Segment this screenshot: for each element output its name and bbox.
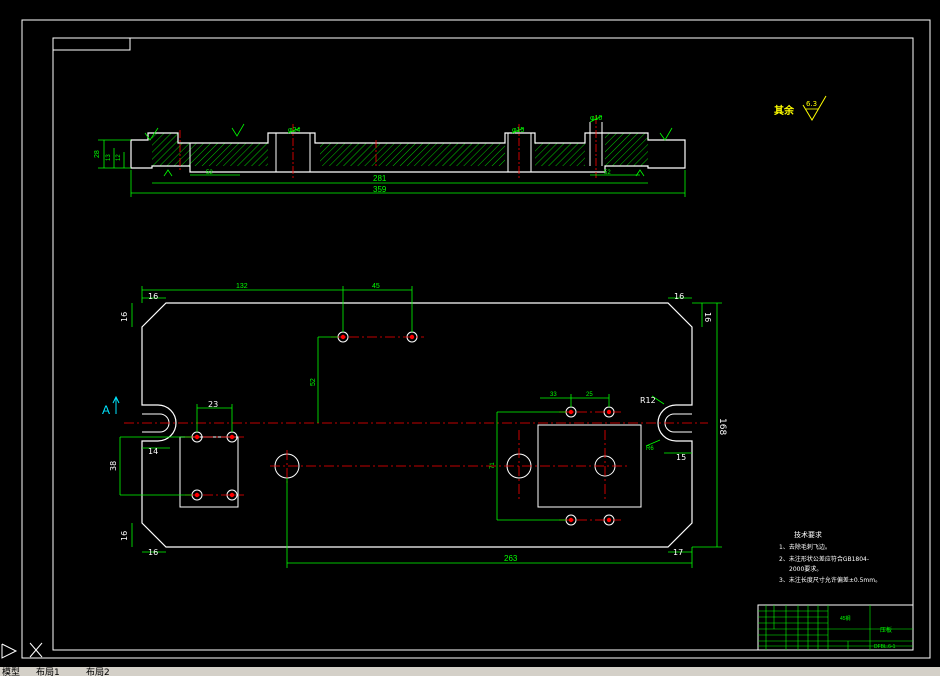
tab-model[interactable]: 模型 <box>2 668 21 676</box>
dim-168: 168 <box>717 418 727 435</box>
dim-71: 71 <box>490 462 496 469</box>
right-pad <box>537 424 642 508</box>
dim-16-tl-h: 16 <box>148 292 158 301</box>
tab-layout-2[interactable]: 布局2 <box>86 668 110 676</box>
dim-132: 132 <box>236 283 248 290</box>
dim-13: 13 <box>106 154 112 161</box>
dim-16-bl-h: 16 <box>148 548 158 557</box>
dim-17: 17 <box>673 548 683 557</box>
roughness-symbol <box>802 95 827 121</box>
roughness-note: 其余 6.3 <box>774 95 827 121</box>
tab-layout-1[interactable]: 布局1 <box>36 668 60 676</box>
section-hatch <box>168 133 648 166</box>
dim-52-left: 52 <box>206 170 213 176</box>
dim-281: 281 <box>373 174 387 183</box>
dim-d10: φ10 <box>590 115 602 122</box>
dim-33: 33 <box>550 392 557 398</box>
notes-item-1: 1、去除毛刺飞边。 <box>779 543 831 551</box>
technical-notes: 技术要求 1、去除毛刺飞边。 2、未注形状公差应符合GB1804- 2000要求… <box>779 530 881 584</box>
ucs-icon <box>1 642 43 659</box>
dim-25: 25 <box>586 392 593 398</box>
dim-16-tr-v: 16 <box>703 312 712 322</box>
plate-outline <box>141 302 693 548</box>
dim-263: 263 <box>504 554 518 563</box>
holes <box>191 331 616 526</box>
dim-52-right: 52 <box>604 170 611 176</box>
title-part-name: 压板 <box>880 626 892 634</box>
notes-title: 技术要求 <box>794 530 822 539</box>
dim-16-bl-v: 16 <box>120 531 129 541</box>
plan-view: A 132 45 16 16 16 16 16 16 17 168 52 23 … <box>102 283 727 568</box>
dim-d15: φ15 <box>512 127 524 134</box>
dim-16-tl-v: 16 <box>120 312 129 322</box>
roughness-label: 其余 <box>774 104 795 117</box>
layout-tab-bar: 模型 布局1 布局2 <box>0 667 940 676</box>
dim-45: 45 <box>372 283 380 290</box>
section-view: φ24 φ15 φ10 28 13 12 52 52 281 359 <box>94 115 686 197</box>
title-block: 45钢 压板 DFBL.6-1 <box>757 604 914 651</box>
section-hatch-left <box>152 133 178 166</box>
notes-item-3: 2000要求。 <box>789 565 822 573</box>
title-drawing-no: DFBL.6-1 <box>874 644 896 650</box>
dim-28: 28 <box>94 150 101 158</box>
dim-16-tr-h: 16 <box>674 292 684 301</box>
dim-359: 359 <box>373 185 387 194</box>
dim-12: 12 <box>116 154 122 161</box>
dim-r6: R6 <box>646 446 654 452</box>
notes-item-4: 3、未注长度尺寸允许偏差±0.5mm。 <box>779 576 881 584</box>
dim-15: 15 <box>676 453 686 462</box>
dim-r12: R12 <box>640 396 656 405</box>
dim-d24: φ24 <box>288 127 300 134</box>
dim-38: 38 <box>109 461 118 471</box>
title-material: 45钢 <box>840 615 851 622</box>
section-view-arrow <box>112 395 120 414</box>
view-label-a: A <box>102 403 110 417</box>
dim-14: 14 <box>148 447 158 456</box>
roughness-symbols-section <box>144 123 673 177</box>
roughness-value: 6.3 <box>806 100 817 108</box>
dim-52: 52 <box>310 378 317 386</box>
dim-23: 23 <box>208 400 218 409</box>
left-pad <box>179 436 239 508</box>
sheet-frame <box>21 19 931 659</box>
notes-item-2: 2、未注形状公差应符合GB1804- <box>779 555 869 563</box>
